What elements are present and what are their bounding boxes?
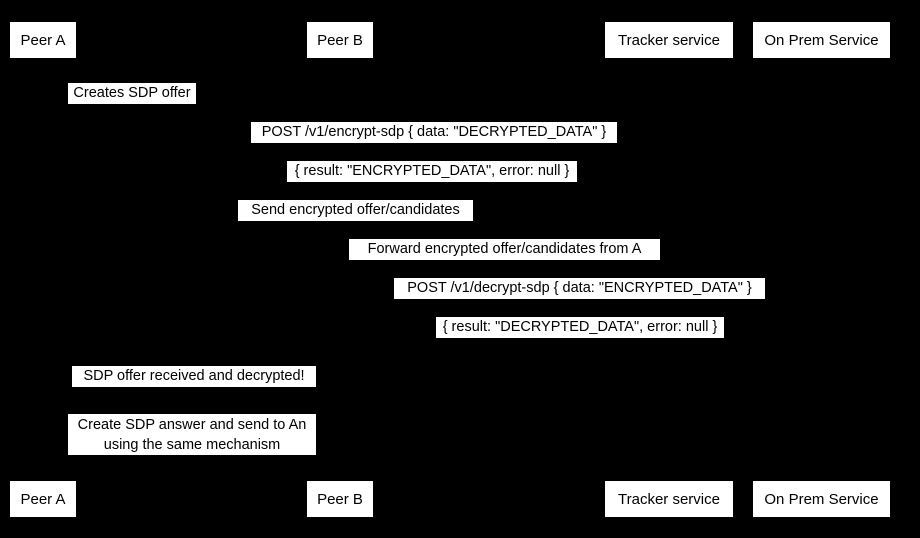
participant-footer-on-prem-service-label: On Prem Service — [764, 490, 879, 508]
participant-footer-on-prem-service[interactable]: On Prem Service — [753, 481, 890, 517]
participant-footer-peer-a[interactable]: Peer A — [10, 481, 76, 517]
participant-header-tracker-service[interactable]: Tracker service — [605, 22, 733, 58]
message-send-encrypted-offer-candidates-label: Send encrypted offer/candidates — [251, 202, 460, 218]
message-decrypt-sdp-result: { result: "DECRYPTED_DATA", error: null … — [436, 317, 724, 338]
message-encrypt-sdp-result: { result: "ENCRYPTED_DATA", error: null … — [287, 161, 577, 182]
message-create-sdp-answer: Create SDP answer and send to An using t… — [68, 414, 316, 455]
participant-header-peer-b-label: Peer B — [317, 31, 363, 49]
message-post-decrypt-sdp-label: POST /v1/decrypt-sdp { data: "ENCRYPTED_… — [407, 280, 752, 296]
message-sdp-offer-received: SDP offer received and decrypted! — [72, 366, 316, 387]
message-send-encrypted-offer-candidates: Send encrypted offer/candidates — [238, 200, 473, 221]
participant-header-peer-a[interactable]: Peer A — [10, 22, 76, 58]
message-creates-sdp-offer: Creates SDP offer — [68, 83, 196, 104]
participant-header-peer-a-label: Peer A — [20, 31, 66, 49]
participant-footer-peer-b-label: Peer B — [317, 490, 363, 508]
message-post-encrypt-sdp: POST /v1/encrypt-sdp { data: "DECRYPTED_… — [251, 122, 617, 143]
participant-header-on-prem-service[interactable]: On Prem Service — [753, 22, 890, 58]
message-decrypt-sdp-result-label: { result: "DECRYPTED_DATA", error: null … — [442, 319, 718, 335]
participant-header-peer-b[interactable]: Peer B — [307, 22, 373, 58]
message-create-sdp-answer-line2: using the same mechanism — [103, 436, 281, 453]
participant-footer-tracker-service[interactable]: Tracker service — [605, 481, 733, 517]
participant-footer-tracker-service-label: Tracker service — [618, 490, 720, 508]
message-creates-sdp-offer-label: Creates SDP offer — [73, 85, 191, 101]
message-encrypt-sdp-result-label: { result: "ENCRYPTED_DATA", error: null … — [294, 163, 570, 179]
message-forward-encrypted-offer-candidates-label: Forward encrypted offer/candidates from … — [367, 241, 642, 257]
message-sdp-offer-received-label: SDP offer received and decrypted! — [83, 368, 305, 384]
participant-footer-peer-a-label: Peer A — [20, 490, 66, 508]
message-create-sdp-answer-line1: Create SDP answer and send to An — [77, 416, 307, 433]
participant-header-on-prem-service-label: On Prem Service — [764, 31, 879, 49]
participant-header-tracker-service-label: Tracker service — [618, 31, 720, 49]
participant-footer-peer-b[interactable]: Peer B — [307, 481, 373, 517]
message-post-decrypt-sdp: POST /v1/decrypt-sdp { data: "ENCRYPTED_… — [394, 278, 765, 299]
message-post-encrypt-sdp-label: POST /v1/encrypt-sdp { data: "DECRYPTED_… — [261, 124, 607, 140]
message-forward-encrypted-offer-candidates: Forward encrypted offer/candidates from … — [349, 239, 660, 260]
